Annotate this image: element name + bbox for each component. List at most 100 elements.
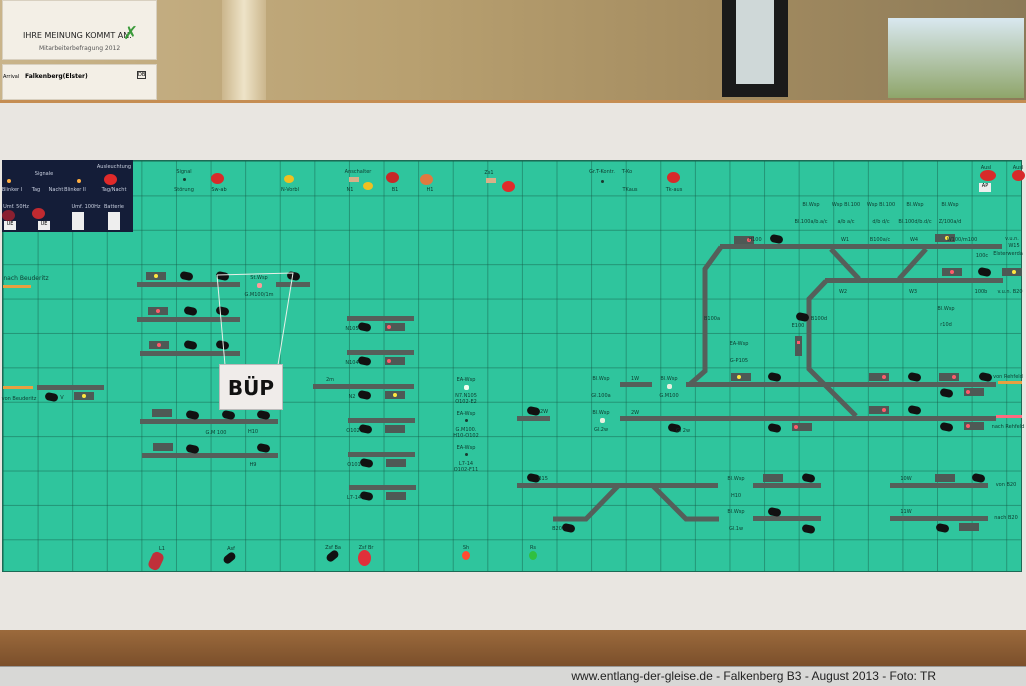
timetable-station: Falkenberg(Elster) <box>25 73 88 80</box>
ue-button-1[interactable] <box>2 210 15 221</box>
signal-lamp-vertical <box>795 336 802 356</box>
label-gl2w: Gl 2w <box>675 428 691 434</box>
zs1-button[interactable] <box>502 181 515 192</box>
ue-key-2[interactable]: ÜE <box>38 221 50 230</box>
label-b100d: B100d <box>810 316 828 322</box>
ea-lamp <box>465 453 468 456</box>
signal-lamp <box>959 523 979 531</box>
label-sh: Sh <box>462 545 470 551</box>
signal-lamp <box>964 388 984 396</box>
label-asf: Asf <box>227 546 235 552</box>
key-switch-3[interactable] <box>72 212 84 230</box>
track-segment <box>313 384 414 389</box>
label-n-vorbl: N-Vorbl <box>281 187 299 193</box>
wsp-label: Bl.100d/b.d/c <box>898 219 932 225</box>
blwsp-lamp <box>667 384 672 389</box>
n1-button[interactable] <box>363 182 373 190</box>
label-gl1w: Gl.1w <box>728 526 744 532</box>
sh-button[interactable] <box>462 551 470 560</box>
wsp-label: Z/100a/d <box>938 219 962 225</box>
label-grt-kontr: Gr.T-Kontr. <box>589 169 615 175</box>
tk-aus-button[interactable] <box>667 172 680 183</box>
checkmark-arrow-logo: ✗ <box>123 23 139 44</box>
label-v: V <box>60 395 64 401</box>
label-11w: 11W <box>900 509 912 515</box>
label-ausleuchtung: Ausleuchtung <box>96 164 132 170</box>
ausleuchtung-button[interactable] <box>104 174 117 185</box>
label-w2: W2 <box>838 289 848 295</box>
label-tag-nacht: Tag/Nacht <box>101 187 127 193</box>
label-g-p105: G-P105 <box>729 358 749 364</box>
ue-key-1[interactable]: ÜE <box>4 221 16 230</box>
track-segment <box>37 385 104 390</box>
label-l1: L1 <box>159 546 165 552</box>
label-gm100: G.M100 <box>659 393 679 399</box>
ap-key[interactable]: AP <box>979 183 991 192</box>
signal-lamp <box>385 391 405 399</box>
label-ausl-2: Ausl <box>1012 165 1024 171</box>
label-w3: W3 <box>908 289 918 295</box>
label-r10d: r10d <box>940 322 952 328</box>
label-e100: E100 <box>791 323 805 329</box>
ea-wsp-lamp <box>464 385 469 390</box>
label-gm100: G.M 100 <box>205 430 227 436</box>
label-anschalter: Anschalter <box>344 169 372 175</box>
label-b1: B1 <box>391 187 399 193</box>
label-gl2w: Gl.2w <box>593 427 609 433</box>
label-stoerung: Störung <box>174 187 194 193</box>
wsp-label: Bl.100a/b.a/c <box>794 219 828 225</box>
label-nach-b20: nach B20 <box>994 515 1018 521</box>
label-blwsp: Bl.Wsp <box>937 306 955 312</box>
key-switch-4[interactable] <box>108 212 120 230</box>
signal-lamp <box>148 307 168 315</box>
label-ea-route: O102-F11 <box>453 467 479 473</box>
label-ea-route: N7.N105 <box>455 393 477 399</box>
signal-lamp <box>935 234 955 242</box>
track-segment <box>349 485 416 490</box>
label-100c: 100c <box>975 253 989 259</box>
label-signal: Signal <box>176 169 192 175</box>
label-b15: B15 <box>538 476 548 482</box>
buep-sign: BÜP <box>219 364 283 410</box>
label-t-ko: T-Ko <box>621 169 633 175</box>
label-blwsp: Bl.Wsp <box>660 376 678 382</box>
track-segment <box>720 244 1002 249</box>
sw-ab-button[interactable] <box>211 173 224 184</box>
label-nach-beuderitz: nach Beuderitz <box>3 275 49 282</box>
h1-button[interactable] <box>420 174 433 185</box>
track-segment <box>137 282 240 287</box>
track-segment <box>890 516 988 521</box>
signal-lamp <box>385 323 405 331</box>
signal-lamp <box>152 409 172 417</box>
pipe <box>222 0 266 100</box>
n-vorbl-button[interactable] <box>284 175 294 183</box>
ea-lamp <box>465 419 468 422</box>
signal-lamp <box>964 422 984 430</box>
blinker1-lamp <box>7 179 11 183</box>
timetable-heading: Arrival <box>3 74 20 80</box>
label-ausl: Ausl <box>980 165 992 171</box>
label-ea-wsp: EA-Wsp <box>456 411 476 417</box>
track-segment <box>142 453 278 458</box>
track-segment <box>620 382 652 387</box>
ue-button-2[interactable] <box>32 208 45 219</box>
zsf-br-button[interactable] <box>358 550 371 566</box>
label-tk-aus: Tk-aus <box>665 187 683 193</box>
b1-button[interactable] <box>386 172 399 183</box>
label-w15: W15 <box>1008 243 1020 249</box>
track-segment <box>348 452 415 457</box>
ausl-button[interactable] <box>980 170 996 181</box>
signal-lamp <box>792 423 812 431</box>
wsp-label: Bl.Wsp <box>802 202 820 208</box>
label-sw-ab: Sw-ab <box>211 187 227 193</box>
label-signale: Signale <box>34 171 54 177</box>
rs-button[interactable] <box>529 551 537 560</box>
label-w1: W1 <box>840 237 850 243</box>
ausl-button-2[interactable] <box>1012 170 1025 181</box>
track-segment <box>753 516 821 521</box>
label-2w: 2W <box>630 410 640 416</box>
zs1-counter <box>486 178 496 183</box>
label-ea-wsp: EA-Wsp <box>456 445 476 451</box>
label-n104: N104 <box>345 360 359 366</box>
arrow-nach-rehfeld <box>996 415 1022 418</box>
